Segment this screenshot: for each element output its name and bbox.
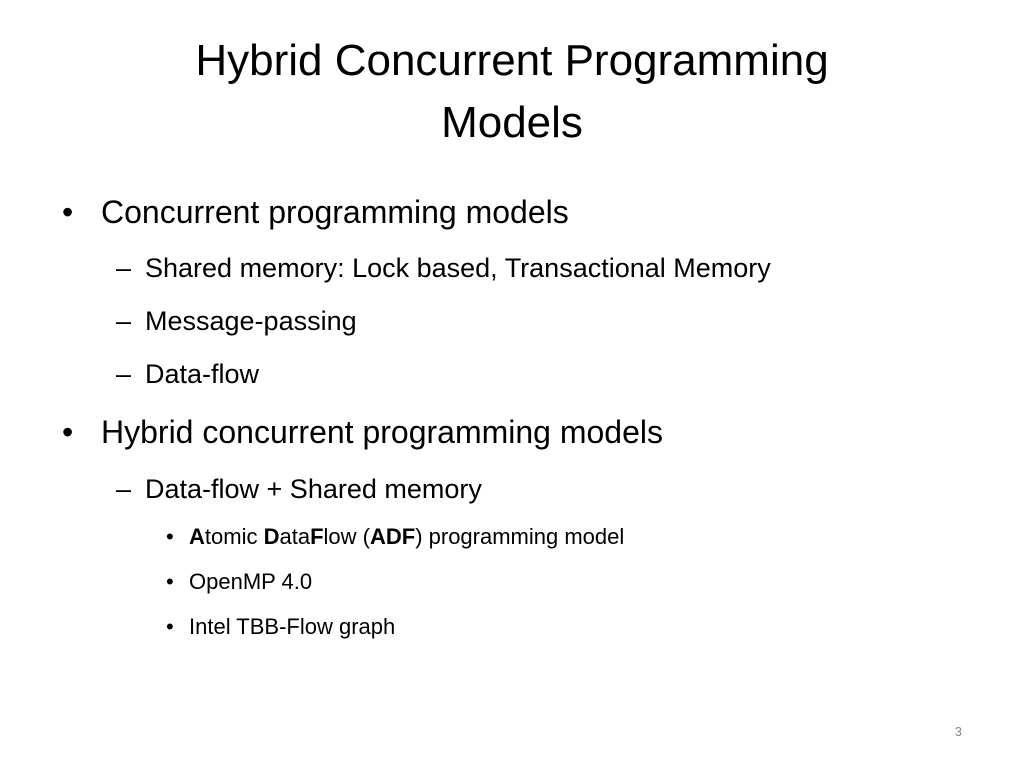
adf-abbreviation: ADF [369,524,416,549]
adf-text-part: tomic [204,524,264,549]
sub-bullet-text: Message-passing [145,306,357,336]
adf-letter-d: D [263,524,280,549]
small-bullet-marker: • [166,569,174,594]
adf-text-part: low ( [323,524,370,549]
dash-marker: – [116,359,132,389]
title-line-2: Models [441,98,583,147]
item-text-adf: Atomic DataFlow (ADF) programming model [189,523,624,551]
page-number: 3 [954,724,962,739]
adf-letter-a: A [189,524,205,549]
sub-bullet-text: Shared memory: Lock based, Transactional… [145,253,771,283]
small-bullet-marker: • [166,524,174,549]
item-text: OpenMP 4.0 [189,569,313,594]
bullet-marker: • [62,414,74,450]
bullet-marker: • [62,194,74,230]
bullet-text: Hybrid concurrent programming models [101,414,663,450]
dash-marker: – [116,306,132,336]
dash-marker: – [116,474,132,504]
title-line-1: Hybrid Concurrent Programming [195,36,829,85]
adf-text-part: ) programming model [415,524,625,549]
sub-bullet-text: Data-flow [145,359,260,389]
adf-letter-f: F [310,524,324,549]
sub-bullet-text: Data-flow + Shared memory [145,474,482,504]
bullet-text: Concurrent programming models [101,194,569,230]
slide-title: Hybrid Concurrent Programming Models [80,30,944,154]
small-bullet-marker: • [166,614,174,639]
dash-marker: – [116,253,132,283]
item-text: Intel TBB-Flow graph [189,614,396,639]
adf-text-part: ata [279,524,311,549]
